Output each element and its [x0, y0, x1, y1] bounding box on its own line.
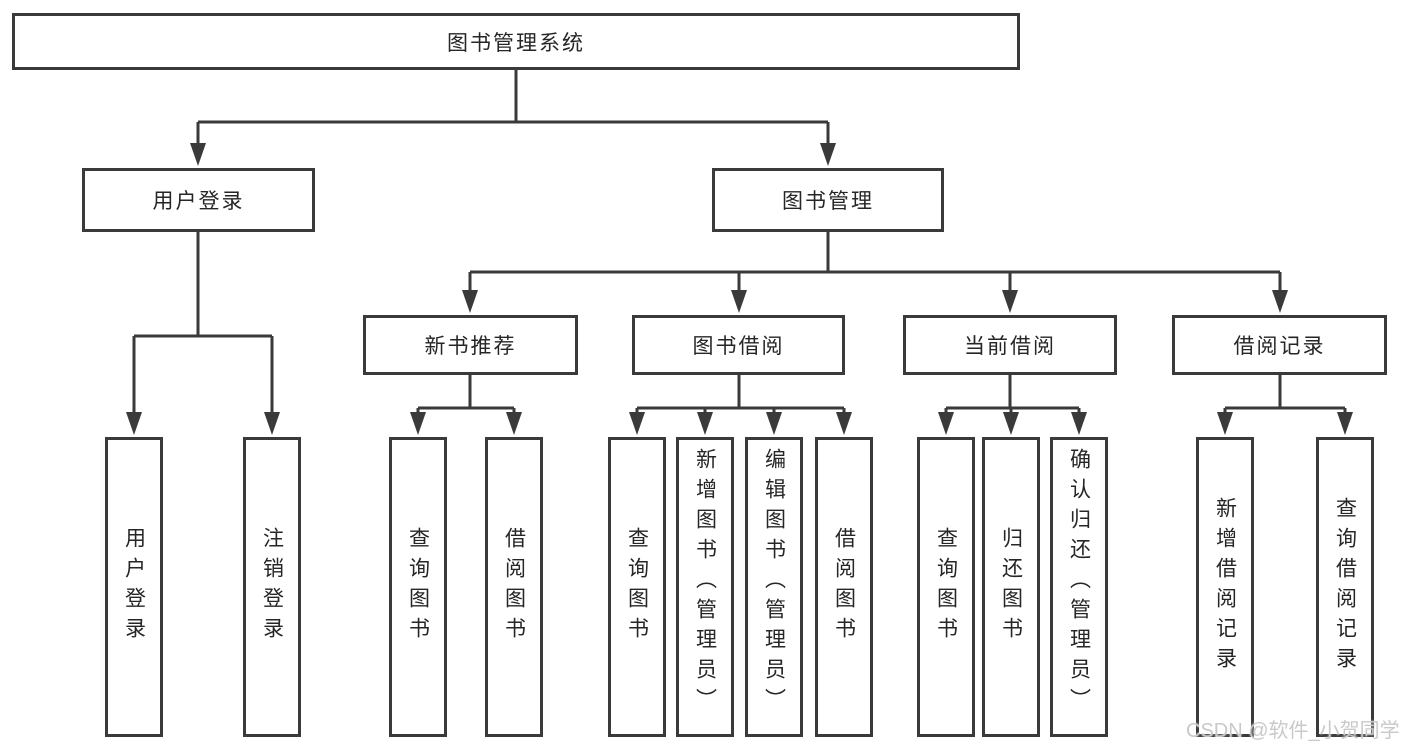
leaf-edit-books-admin: 编辑图书（管理员）: [745, 437, 803, 737]
leaf-user-login: 用户登录: [105, 437, 163, 737]
leaf-query-borrow-record-label: 查询借阅记录: [1333, 497, 1357, 677]
leaf-borrow-books-borrow-label: 借阅图书: [832, 527, 856, 647]
node-book-management-label: 图书管理: [782, 190, 874, 213]
leaf-query-books-current-label: 查询图书: [934, 527, 958, 647]
leaf-borrow-books-newbooks-label: 借阅图书: [502, 527, 526, 647]
node-book-borrow: 图书借阅: [632, 315, 845, 375]
leaf-query-books-newbooks-label: 查询图书: [406, 527, 430, 647]
leaf-query-books-current: 查询图书: [917, 437, 975, 737]
node-root-system-label: 图书管理系统: [447, 31, 585, 55]
leaf-return-books-label: 归还图书: [999, 527, 1023, 647]
leaf-add-borrow-record-label: 新增借阅记录: [1213, 497, 1237, 677]
leaf-logout: 注销登录: [243, 437, 301, 737]
leaf-confirm-return-admin-label: 确认归还（管理员）: [1067, 448, 1091, 718]
node-borrow-records: 借阅记录: [1172, 315, 1387, 375]
node-new-book-recommend: 新书推荐: [363, 315, 578, 375]
node-new-book-recommend-label: 新书推荐: [424, 335, 517, 358]
leaf-add-books-admin-label: 新增图书（管理员）: [693, 448, 717, 718]
leaf-add-books-admin: 新增图书（管理员）: [676, 437, 734, 737]
leaf-edit-books-admin-label: 编辑图书（管理员）: [762, 448, 786, 718]
node-root-system: 图书管理系统: [12, 13, 1020, 70]
leaf-add-borrow-record: 新增借阅记录: [1196, 437, 1254, 737]
leaf-query-books-borrow-label: 查询图书: [625, 527, 649, 647]
node-borrow-records-label: 借阅记录: [1233, 335, 1326, 358]
leaf-borrow-books-borrow: 借阅图书: [815, 437, 873, 737]
node-current-borrow-label: 当前借阅: [964, 335, 1056, 358]
csdn-watermark: CSDN @软件_小贺同学: [1186, 720, 1400, 742]
leaf-query-borrow-record: 查询借阅记录: [1316, 437, 1374, 737]
leaf-confirm-return-admin: 确认归还（管理员）: [1050, 437, 1108, 737]
leaf-query-books-newbooks: 查询图书: [389, 437, 447, 737]
leaf-return-books: 归还图书: [982, 437, 1040, 737]
node-book-management: 图书管理: [712, 168, 944, 232]
leaf-user-login-label: 用户登录: [122, 527, 146, 647]
leaf-borrow-books-newbooks: 借阅图书: [485, 437, 543, 737]
node-book-borrow-label: 图书借阅: [692, 335, 785, 358]
node-current-borrow: 当前借阅: [903, 315, 1117, 375]
node-user-login-label: 用户登录: [152, 190, 245, 213]
leaf-query-books-borrow: 查询图书: [608, 437, 666, 737]
leaf-logout-label: 注销登录: [260, 527, 284, 647]
node-user-login: 用户登录: [82, 168, 315, 232]
